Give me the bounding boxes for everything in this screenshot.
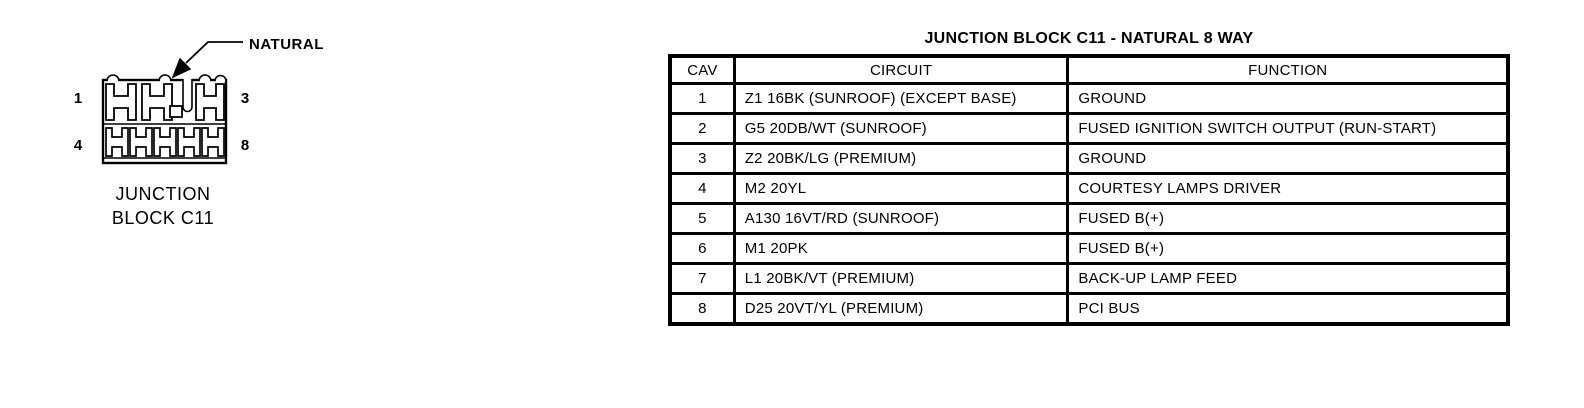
table-row: 3 Z2 20BK/LG (PREMIUM) GROUND bbox=[668, 142, 1510, 175]
terminal-cavity bbox=[129, 127, 153, 157]
natural-leader-line bbox=[185, 41, 243, 64]
index-hole bbox=[169, 105, 183, 118]
circuit-value: L1 20BK/VT (PREMIUM) bbox=[732, 262, 1070, 295]
function-value: GROUND bbox=[1066, 142, 1510, 175]
column-header-circuit: CIRCUIT bbox=[732, 54, 1070, 85]
cav-value: 7 bbox=[668, 262, 736, 295]
cav-value: 3 bbox=[668, 142, 736, 175]
function-value: FUSED B(+) bbox=[1066, 202, 1510, 235]
cav-value: 6 bbox=[668, 232, 736, 265]
column-header-cav: CAV bbox=[668, 54, 736, 85]
pin-label-3: 3 bbox=[241, 90, 249, 107]
function-value: BACK-UP LAMP FEED bbox=[1066, 262, 1510, 295]
function-value: FUSED B(+) bbox=[1066, 232, 1510, 265]
terminal-cavity bbox=[201, 127, 225, 157]
function-value: PCI BUS bbox=[1066, 292, 1510, 326]
terminal-cavity bbox=[105, 127, 129, 157]
circuit-value: G5 20DB/WT (SUNROOF) bbox=[732, 112, 1070, 145]
pin-label-8: 8 bbox=[241, 137, 249, 154]
connector-caption-line2: BLOCK C11 bbox=[112, 208, 214, 228]
cav-value: 2 bbox=[668, 112, 736, 145]
circuit-value: Z1 16BK (SUNROOF) (EXCEPT BASE) bbox=[732, 82, 1070, 115]
circuit-value: M2 20YL bbox=[732, 172, 1070, 205]
cav-value: 8 bbox=[668, 292, 736, 326]
column-header-function: FUNCTION bbox=[1066, 54, 1510, 85]
function-value: FUSED IGNITION SWITCH OUTPUT (RUN-START) bbox=[1066, 112, 1510, 145]
circuit-value: Z2 20BK/LG (PREMIUM) bbox=[732, 142, 1070, 175]
connector-diagram: NATURAL 1 3 4 8 JUNCTION BLOCK C11 bbox=[74, 36, 324, 228]
keyway-slot bbox=[182, 78, 193, 113]
circuit-value: M1 20PK bbox=[732, 232, 1070, 265]
pinout-section: JUNCTION BLOCK C11 - NATURAL 8 WAY CAV C… bbox=[668, 30, 1510, 326]
pinout-table-title: JUNCTION BLOCK C11 - NATURAL 8 WAY bbox=[924, 30, 1254, 47]
header-row: CAV CIRCUIT FUNCTION bbox=[668, 54, 1510, 85]
connector-lock-tabs bbox=[106, 74, 227, 82]
terminal-cavities-top-row bbox=[105, 83, 225, 121]
pin-label-1: 1 bbox=[74, 90, 82, 107]
table-row: 8 D25 20VT/YL (PREMIUM) PCI BUS bbox=[668, 292, 1510, 326]
terminal-cavities-bottom-row bbox=[105, 127, 225, 157]
terminal-cavity bbox=[177, 127, 201, 157]
table-row: 6 M1 20PK FUSED B(+) bbox=[668, 232, 1510, 265]
cav-value: 4 bbox=[668, 172, 736, 205]
pinout-table: CAV CIRCUIT FUNCTION 1 Z1 16BK (SUNROOF)… bbox=[668, 54, 1510, 326]
circuit-value: A130 16VT/RD (SUNROOF) bbox=[732, 202, 1070, 235]
table-row: 4 M2 20YL COURTESY LAMPS DRIVER bbox=[668, 172, 1510, 205]
pin-label-4: 4 bbox=[74, 137, 83, 154]
function-value: COURTESY LAMPS DRIVER bbox=[1066, 172, 1510, 205]
terminal-cavity bbox=[153, 127, 177, 157]
terminal-cavity bbox=[141, 83, 173, 121]
natural-arrow-icon bbox=[171, 57, 192, 79]
terminal-cavity bbox=[105, 83, 137, 121]
circuit-value: D25 20VT/YL (PREMIUM) bbox=[732, 292, 1070, 326]
table-row: 5 A130 16VT/RD (SUNROOF) FUSED B(+) bbox=[668, 202, 1510, 235]
function-value: GROUND bbox=[1066, 82, 1510, 115]
table-row: 7 L1 20BK/VT (PREMIUM) BACK-UP LAMP FEED bbox=[668, 262, 1510, 295]
connector-caption-line1: JUNCTION bbox=[116, 184, 211, 204]
table-row: 2 G5 20DB/WT (SUNROOF) FUSED IGNITION SW… bbox=[668, 112, 1510, 145]
cav-value: 5 bbox=[668, 202, 736, 235]
connector-color-label: NATURAL bbox=[249, 36, 324, 53]
terminal-cavity bbox=[195, 83, 225, 121]
table-row: 1 Z1 16BK (SUNROOF) (EXCEPT BASE) GROUND bbox=[668, 82, 1510, 115]
cav-value: 1 bbox=[668, 82, 736, 115]
